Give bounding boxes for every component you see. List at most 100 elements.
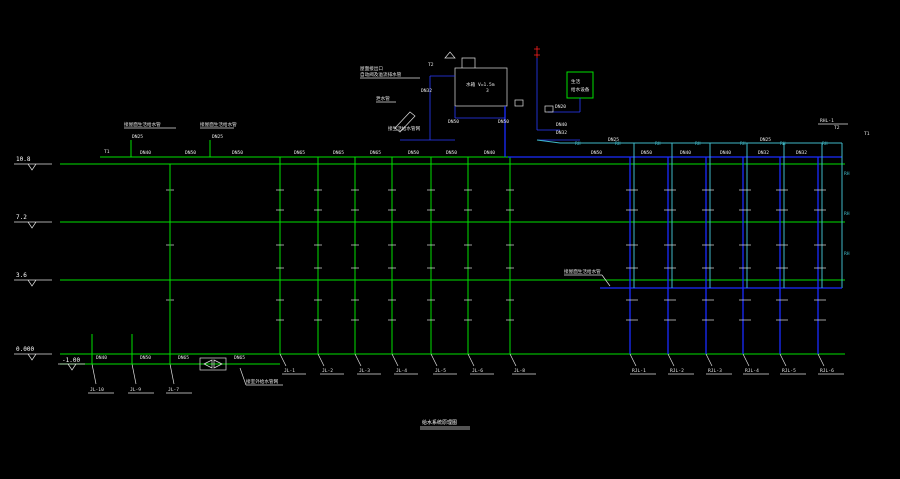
riser-label: JL-4 [396,368,407,374]
leader-line [131,363,137,385]
level-label: 0.000 [16,346,34,353]
leader-line [779,353,787,367]
pipe-size-label: DN25 [608,137,619,143]
pipe-size-label: DN32 [796,150,807,156]
hot-riser-label: RJL-3 [708,368,722,374]
rh-marker: RH [844,171,850,177]
hot-riser-label: RJL-5 [782,368,796,374]
pipe-tag: T2 [428,62,434,68]
pipe-size-label: DN40 [680,150,691,156]
level-label: 7.2 [16,214,27,221]
rh-marker: RH [740,141,746,147]
hot-riser-label: RJL-2 [670,368,684,374]
leader-line [742,353,750,367]
leader-line [91,363,97,385]
level-marker [14,163,52,171]
leader-line [467,353,475,367]
pipe-size-label: DN40 [720,150,731,156]
level-lines [60,163,845,365]
water-tank [454,67,508,107]
pipe-size-label: DN65 [234,355,245,361]
level-marker [14,221,52,229]
rh-marker: RH [780,141,786,147]
rh-marker: RH [575,141,581,147]
level-markers: 10.8 7.2 3.6 0.000 -1.00 [14,156,85,371]
overflow-funnel-icon [394,111,416,133]
meter-note: 接室外给水管网 [246,378,279,385]
pipe-size-label: DN20 [555,104,566,110]
pump-box [544,105,554,113]
red-valve-icon [534,46,540,58]
leader-line [601,274,611,287]
riser-label: JL-1 [284,368,295,374]
roof-note: 接屋面生活给水管 [200,121,237,128]
leader-line [817,353,825,367]
pipe-size-label: DN50 [591,150,602,156]
pipe-size-label: DN65 [333,150,344,156]
tank-note: 屋面接出口 [360,65,383,72]
riser-label: JL-9 [130,387,141,393]
riser-label: JL-7 [168,387,179,393]
pipe-size-label: DN50 [140,355,151,361]
return-label: RHL-1 [820,118,834,124]
rh-marker: RH [655,141,661,147]
drawing-title: 给水系统原理图 [422,419,457,426]
leader-line [705,353,713,367]
pipe-size-label: DN50 [446,150,457,156]
leader-line [317,353,325,367]
roof-note: 接屋面生活给水管 [124,121,161,128]
pipe-size-label: DN40 [556,122,567,128]
riser-label: JL-8 [514,368,525,374]
level-marker [14,353,52,361]
riser-label: JL-5 [435,368,446,374]
rh-marker: RH [844,251,850,257]
leader-line [629,353,637,367]
tank-index: 3 [486,88,489,94]
pipe-size-label: DN25 [760,137,771,143]
pipe-size-label: DN65 [370,150,381,156]
rh-marker: RH [615,141,621,147]
leader-line [509,353,517,367]
level-marker [58,363,85,371]
pipe-size-label: DN50 [448,119,459,125]
level-label: -1.00 [62,357,80,364]
equipment-label: 给水设备 [571,86,590,93]
hot-water-system: RHL-1 T1 T2 DN50 DN50 DN40 DN40 DN32 DN3… [508,118,870,289]
tank-note: 接生活给水管网 [388,125,421,132]
equipment-box [566,71,594,99]
tank-vent-cap [444,51,456,59]
pipe-size-label: DN40 [140,150,151,156]
level-marker [14,279,52,287]
return-note: 接屋面生活给水管 [564,268,601,275]
riser-label: JL-2 [322,368,333,374]
pipe-tag: T1 [864,131,870,137]
level-label: 3.6 [16,272,27,279]
hot-riser-label: RJL-6 [820,368,834,374]
leader-line [169,363,175,385]
pipe-tag: T2 [834,125,840,131]
rh-marker: RH [844,211,850,217]
roof-tank-assembly: 水箱 V=1.5m 3 屋面接出口 自动阀及溢流排水管 泄水管 接生活给水管网 … [360,46,594,157]
leader-line [667,353,675,367]
pipe-size-label: DN32 [421,88,432,94]
tank-note: 自动阀及溢流排水管 [360,71,402,78]
rh-marker: RH [695,141,701,147]
water-meter-box [199,357,227,371]
return-connector [536,139,561,144]
pipe-size-label: DN50 [498,119,509,125]
drawing-title-block: 给水系统原理图 [420,419,470,430]
pipe-size-label: DN50 [232,150,243,156]
pipe-size-label: DN32 [556,130,567,136]
tank-label: 水箱 V=1.5m [466,81,495,88]
pipe-size-label: DN40 [96,355,107,361]
leader-line [430,353,438,367]
leader-line [279,353,287,367]
leader-line [354,353,362,367]
hot-riser-label: RJL-1 [632,368,646,374]
pipe-size-label: DN32 [758,150,769,156]
level-label: 10.8 [16,156,31,163]
